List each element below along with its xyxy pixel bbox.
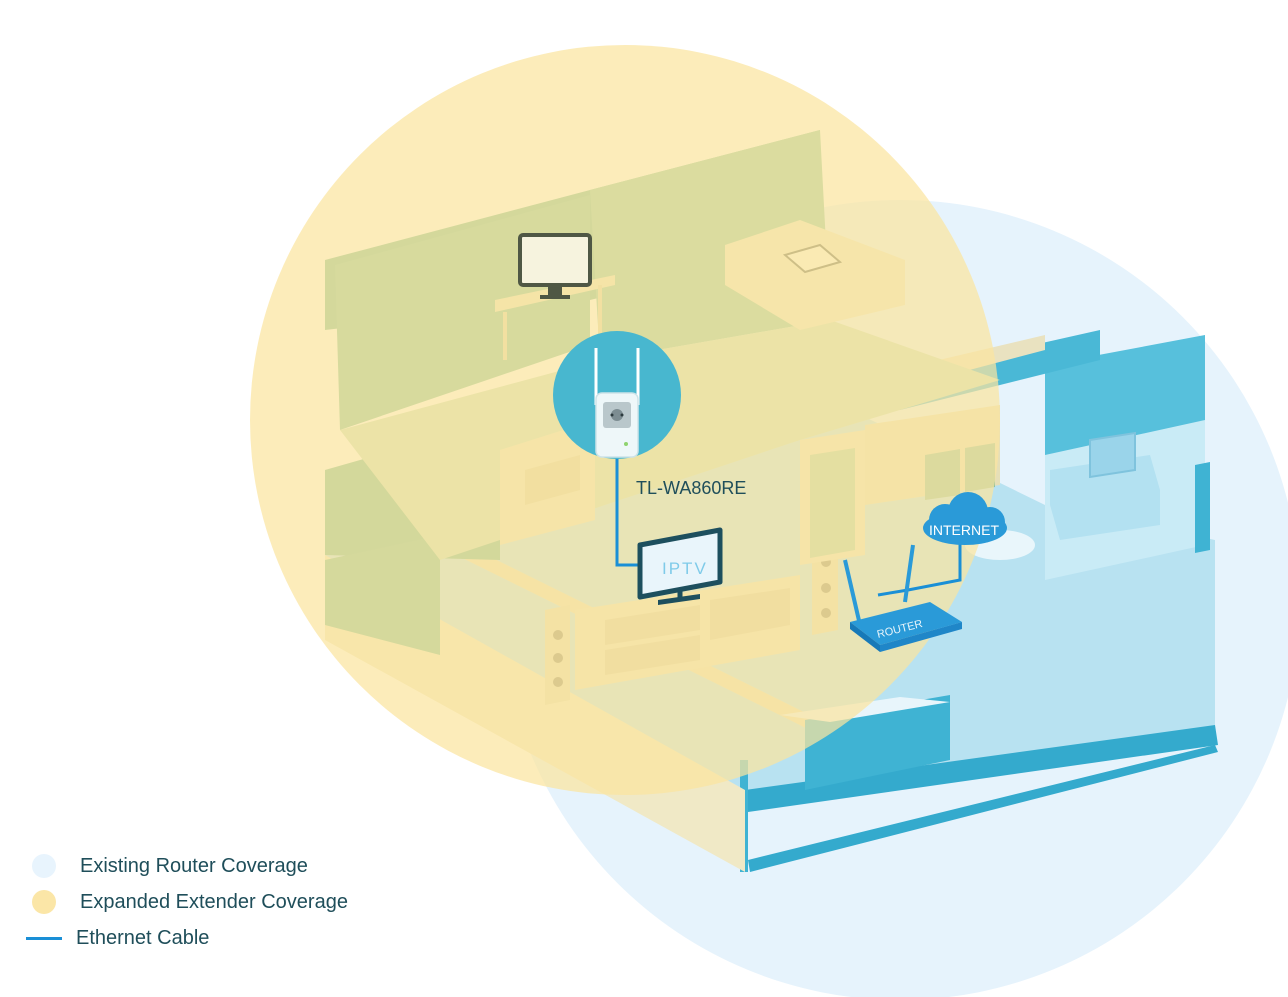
legend-item-ethernet-cable: Ethernet Cable [26,920,348,956]
router-icon [843,544,962,652]
cable-router-to-internet [877,543,962,597]
legend-item-router-coverage: Existing Router Coverage [30,848,348,884]
legend-label-extender-coverage: Expanded Extender Coverage [80,890,348,913]
legend-item-extender-coverage: Expanded Extender Coverage [30,884,348,920]
router-coverage-swatch-icon [32,854,56,878]
extender-label: TL-WA860RE [636,478,746,498]
ethernet-cable-swatch-icon [26,936,62,940]
monitor-icon [518,233,592,299]
extender-device-icon [553,331,681,459]
legend-label-ethernet-cable: Ethernet Cable [76,926,210,949]
tv-icon [637,527,723,605]
extender-coverage-swatch-icon [32,890,56,914]
legend: Existing Router Coverage Expanded Extend… [26,848,348,956]
cloud-icon [923,492,1007,545]
legend-label-router-coverage: Existing Router Coverage [80,854,308,877]
internet-label: INTERNET [929,522,999,538]
tv-label: IPTV [662,559,708,578]
